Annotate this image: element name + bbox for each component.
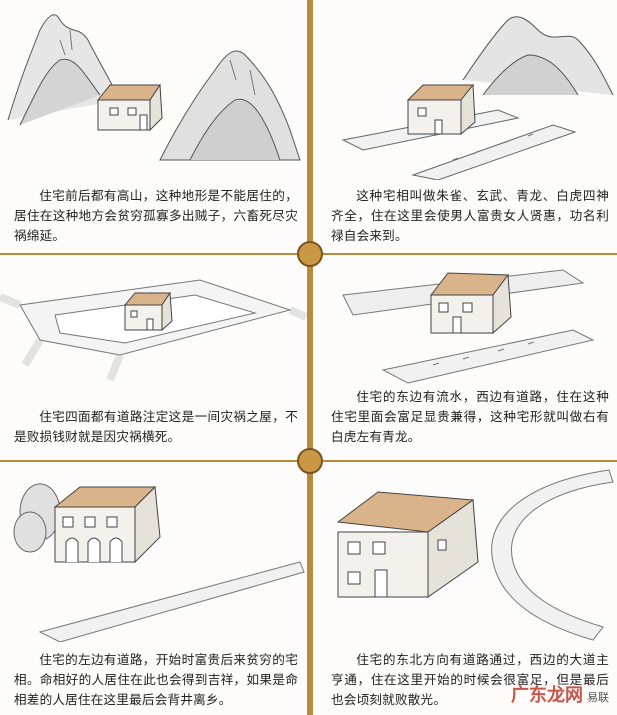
water-road-illustration xyxy=(342,269,595,384)
caption-panel-1: 住宅前后都有高山，这种地形是不能居住的，居住在这种地方会贫穷孤寡多出贼子，六畜死… xyxy=(14,188,298,243)
caption-panel-6: 住宅的东北方向有道路通过，西边的大道主亨通，住在这里开始的时候会很富足，但是最后… xyxy=(331,652,609,707)
panel-road-left: 住宅的左边有道路，开始时富贵后来贫穷的宅相。命相好的人居住在此也会得到吉祥，如果… xyxy=(0,462,307,715)
divider-dot-1 xyxy=(297,241,323,267)
panel-water-road: 住宅的东边有流水，西边有道路，住在这种住宅里面会富足显贵兼得，这种宅形就叫做右有… xyxy=(313,255,617,460)
road-northeast-illustration xyxy=(336,469,614,641)
panel-mountains: 住宅前后都有高山，这种地形是不能居住的，居住在这种地方会贫穷孤寡多出贼子，六畜死… xyxy=(0,0,307,253)
panel-roads-all-sides: 住宅四面都有道路注定这是一间灾祸之屋，不是败损钱财就是因灾祸横死。 xyxy=(0,255,307,460)
caption-panel-4: 住宅的东边有流水，西边有道路，住在这种住宅里面会富足显贵兼得，这种宅形就叫做右有… xyxy=(331,389,609,444)
house-icon xyxy=(96,83,163,132)
panel-four-symbols: 这种宅相叫做朱雀、玄武、青龙、白虎四神齐全，住在这里会使男人富贵女人贤惠，功名利… xyxy=(313,0,617,253)
vertical-divider xyxy=(307,0,313,715)
house-icon xyxy=(336,491,479,598)
panel-road-northeast: 住宅的东北方向有道路通过，西边的大道主亨通，住在这里开始的时候会很富足，但是最后… xyxy=(313,462,617,715)
house-icon xyxy=(53,485,161,564)
four-symbols-illustration xyxy=(341,16,614,180)
house-icon xyxy=(406,83,476,136)
watermark: 广东龙网易联 xyxy=(511,685,609,706)
caption-panel-3: 住宅四面都有道路注定这是一间灾祸之屋，不是败损钱财就是因灾祸横死。 xyxy=(14,409,298,444)
mountains-illustration xyxy=(7,14,301,161)
house-icon xyxy=(429,272,512,335)
house-icon xyxy=(123,291,173,332)
caption-panel-2: 这种宅相叫做朱雀、玄武、青龙、白虎四神齐全，住在这里会使男人富贵女人贤惠，功名利… xyxy=(331,188,609,243)
road-left-illustration xyxy=(13,483,305,642)
roads-square-illustration xyxy=(0,279,307,382)
divider-dot-2 xyxy=(297,448,323,474)
caption-panel-5: 住宅的左边有道路，开始时富贵后来贫穷的宅相。命相好的人居住在此也会得到吉祥，如果… xyxy=(14,652,298,707)
